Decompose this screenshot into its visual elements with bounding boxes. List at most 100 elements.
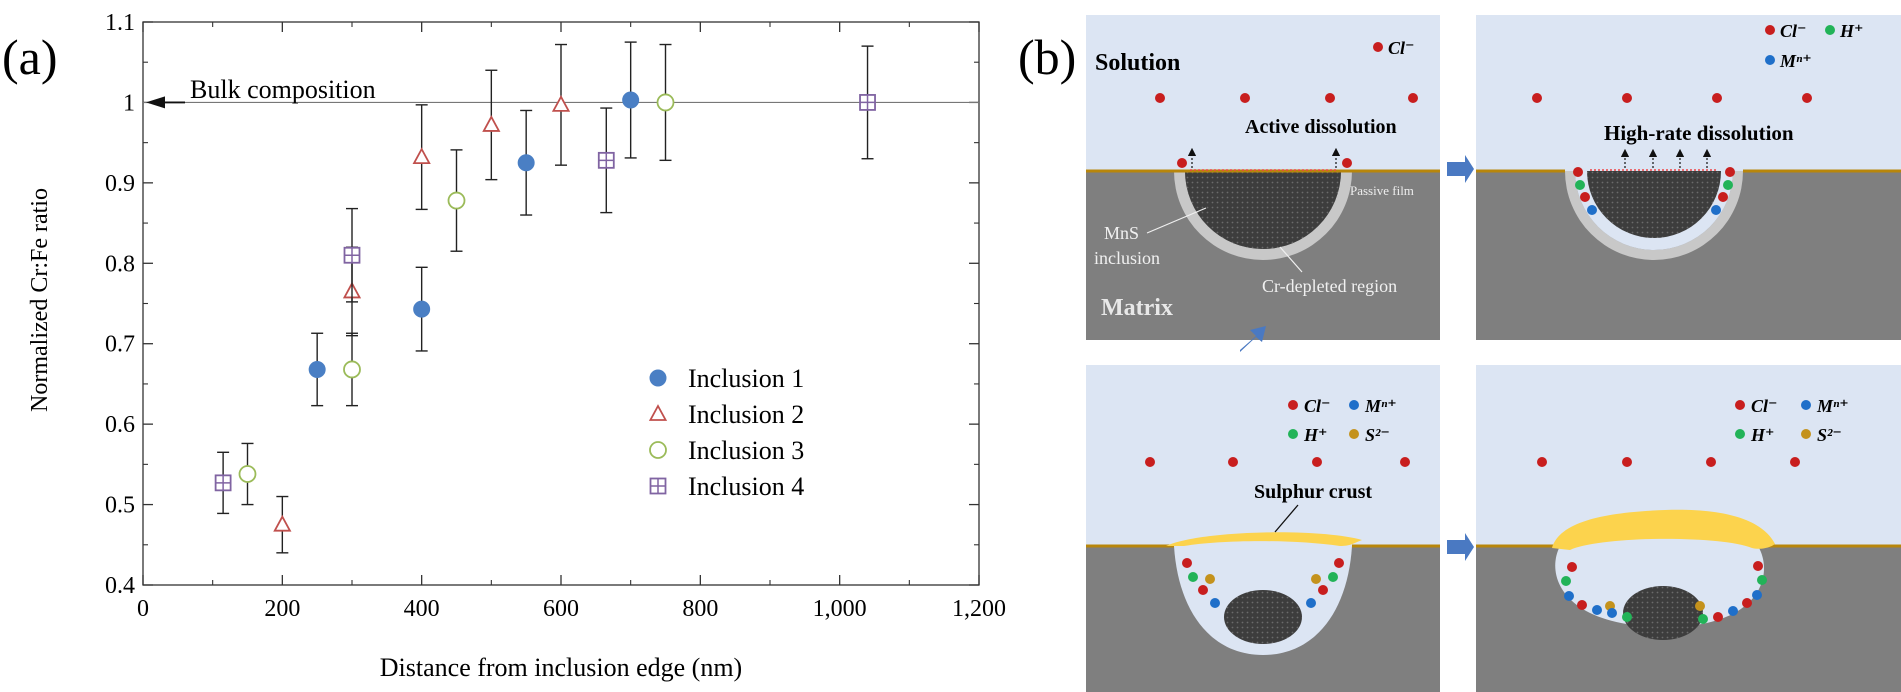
dissolution-arrows [1620, 148, 1712, 168]
x-axis: 0 200 400 600 800 1,000 1,200 [137, 22, 1006, 622]
x-tick-label: 800 [682, 596, 718, 622]
y-tick-label: 0.5 [105, 493, 135, 519]
ions [1537, 457, 1800, 624]
data-point-cross [215, 475, 231, 491]
data-point-cross [860, 94, 876, 110]
svg-text:S²⁻: S²⁻ [1365, 425, 1390, 445]
sulphur-crust-label: Sulphur crust [1254, 481, 1372, 503]
data-point [412, 147, 431, 165]
sulphur-crust [1166, 532, 1362, 546]
passive-film-label: Passive film [1350, 183, 1414, 198]
ions [1532, 93, 1812, 215]
stage-3-legend: Cl⁻ Mⁿ⁺ H⁺ S²⁻ [1288, 396, 1397, 445]
legend-marker-2 [648, 404, 668, 421]
data-point [447, 191, 466, 210]
arrow-stage-2-to-3 [1240, 326, 1266, 352]
data-point [343, 360, 361, 379]
y-tick-label: 0.4 [105, 573, 135, 599]
cl-ion-legend-dot [1373, 42, 1383, 52]
series-4 [214, 45, 876, 515]
arrow-stage-3-to-4 [1447, 533, 1474, 561]
mns-label-line1: MnS [1104, 223, 1139, 243]
panel-b-label: (b) [1018, 29, 1076, 85]
cr-depleted-label: Cr-depleted region [1262, 276, 1397, 296]
mns-inclusion [1224, 590, 1302, 644]
bulk-composition-arrowhead [146, 96, 165, 109]
cl-ion-legend: Cl⁻ [1388, 38, 1415, 58]
solution-label: Solution [1095, 50, 1180, 76]
y-tick-label: 0.7 [105, 332, 135, 358]
legend-label-1: Inclusion 1 [688, 364, 804, 393]
sulphur-crust [1552, 509, 1775, 550]
legend-marker-1 [649, 369, 667, 387]
svg-text:Mⁿ⁺: Mⁿ⁺ [1816, 396, 1849, 416]
y-axis-label: Normalized Cr:Fe ratio [27, 188, 53, 412]
sulphur-leader [1274, 504, 1299, 533]
data-series [214, 41, 876, 554]
cr-depleted-region [1565, 171, 1743, 260]
panel-a-label: (a) [2, 29, 58, 85]
series-3 [238, 43, 675, 506]
svg-text:H⁺: H⁺ [1303, 425, 1328, 445]
svg-text:H⁺: H⁺ [1839, 21, 1864, 41]
svg-text:Mⁿ⁺: Mⁿ⁺ [1364, 396, 1397, 416]
data-point-cross [598, 152, 614, 168]
svg-text:Cl⁻: Cl⁻ [1751, 396, 1778, 416]
panel-a-chart: (a) 0 200 400 600 800 1,000 1,200 0.4 0.5 0.6 0.7… [2, 10, 1006, 682]
x-tick-label: 600 [543, 596, 579, 622]
y-tick-label: 0.9 [105, 171, 135, 197]
mns-inclusion-label: inclusion [1094, 248, 1160, 268]
schematic-stage-4: Cl⁻ Mⁿ⁺ H⁺ S²⁻ [1476, 365, 1901, 692]
data-point [308, 360, 326, 378]
mns-leader [1146, 207, 1207, 234]
y-axis: 0.4 0.5 0.6 0.7 0.8 0.9 1 1.1 [105, 10, 979, 599]
schematic-stage-2: High-rate dissolution Cl⁻ H⁺ Mⁿ⁺ [1476, 15, 1901, 340]
stage-2-legend: Cl⁻ H⁺ Mⁿ⁺ [1765, 21, 1864, 71]
legend-marker-4-cross [650, 478, 666, 494]
legend-marker-3 [649, 441, 667, 459]
bulk-composition-annotation: Bulk composition [190, 75, 376, 104]
series-2 [273, 43, 571, 554]
cr-depleted-region [1174, 171, 1352, 260]
x-axis-label: Distance from inclusion edge (nm) [380, 653, 742, 682]
data-point-cross [344, 247, 360, 263]
y-tick-label: 1 [123, 90, 135, 116]
data-point [413, 300, 431, 318]
x-tick-label: 200 [264, 596, 300, 622]
high-rate-dissolution-label: High-rate dissolution [1604, 121, 1794, 145]
data-point [482, 115, 501, 132]
data-point [622, 91, 640, 109]
mns-inclusion [1587, 171, 1721, 238]
matrix-label: Matrix [1101, 295, 1173, 321]
y-tick-label: 0.6 [105, 412, 135, 438]
x-tick-label: 400 [404, 596, 440, 622]
active-dissolution-label: Active dissolution [1245, 116, 1397, 138]
data-point [517, 154, 535, 172]
stage-4-legend: Cl⁻ Mⁿ⁺ H⁺ S²⁻ [1735, 396, 1849, 445]
legend-label-4: Inclusion 4 [688, 472, 804, 501]
arrow-stage-1-to-2 [1447, 155, 1474, 183]
cl-ions [1155, 93, 1418, 168]
y-tick-label: 0.8 [105, 251, 135, 277]
schematic-stage-3: Sulphur crust Cl⁻ Mⁿ⁺ H⁺ S²⁻ [1086, 365, 1440, 692]
svg-text:Mⁿ⁺: Mⁿ⁺ [1779, 51, 1812, 71]
cr-leader [1279, 246, 1303, 273]
svg-text:H⁺: H⁺ [1750, 425, 1775, 445]
x-tick-label: 0 [137, 596, 149, 622]
schematic-stage-1: Solution Matrix Cl⁻ Active dissolution P… [1086, 15, 1440, 340]
y-tick-label: 1.1 [105, 10, 135, 36]
x-tick-label: 1,000 [813, 596, 867, 622]
mns-inclusion [1185, 171, 1341, 249]
svg-text:Cl⁻: Cl⁻ [1304, 396, 1331, 416]
data-point [273, 514, 292, 532]
data-point [551, 94, 571, 112]
data-point [238, 465, 257, 483]
x-tick-label: 1,200 [952, 596, 1006, 622]
mns-inclusion [1623, 586, 1703, 640]
ions [1145, 457, 1410, 608]
svg-text:Cl⁻: Cl⁻ [1780, 21, 1807, 41]
legend-label-2: Inclusion 2 [688, 400, 804, 429]
panel-b-schematic: (b) Solution Matrix Cl⁻ Active dis [1018, 15, 1901, 692]
